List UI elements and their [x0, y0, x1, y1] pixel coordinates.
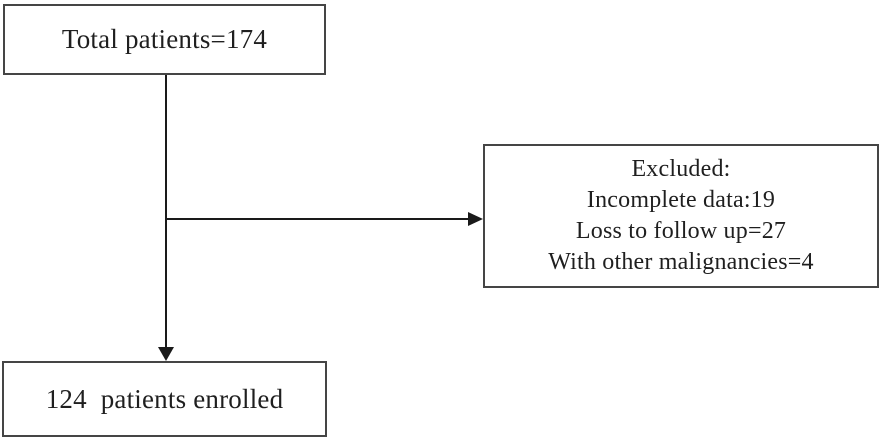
node-patients-enrolled-label: 124 patients enrolled [45, 383, 284, 414]
excluded-reason-incomplete-data: Incomplete data:19 [586, 187, 776, 213]
node-total-patients-label: Total patients=174 [61, 24, 268, 54]
excluded-reason-loss-to-follow-up: Loss to follow up=27 [575, 218, 787, 244]
arrow-right-icon [468, 212, 483, 226]
connector-vertical-line [165, 75, 167, 347]
excluded-reason-other-malignancies: With other malignancies=4 [548, 249, 814, 275]
excluded-title: Excluded: [631, 156, 731, 182]
node-total-patients: Total patients=174 [3, 4, 326, 75]
node-excluded: Excluded: Incomplete data:19 Loss to fol… [483, 144, 879, 288]
arrow-down-icon [158, 347, 174, 361]
node-patients-enrolled: 124 patients enrolled [2, 361, 327, 437]
connector-horizontal-line [166, 218, 469, 220]
